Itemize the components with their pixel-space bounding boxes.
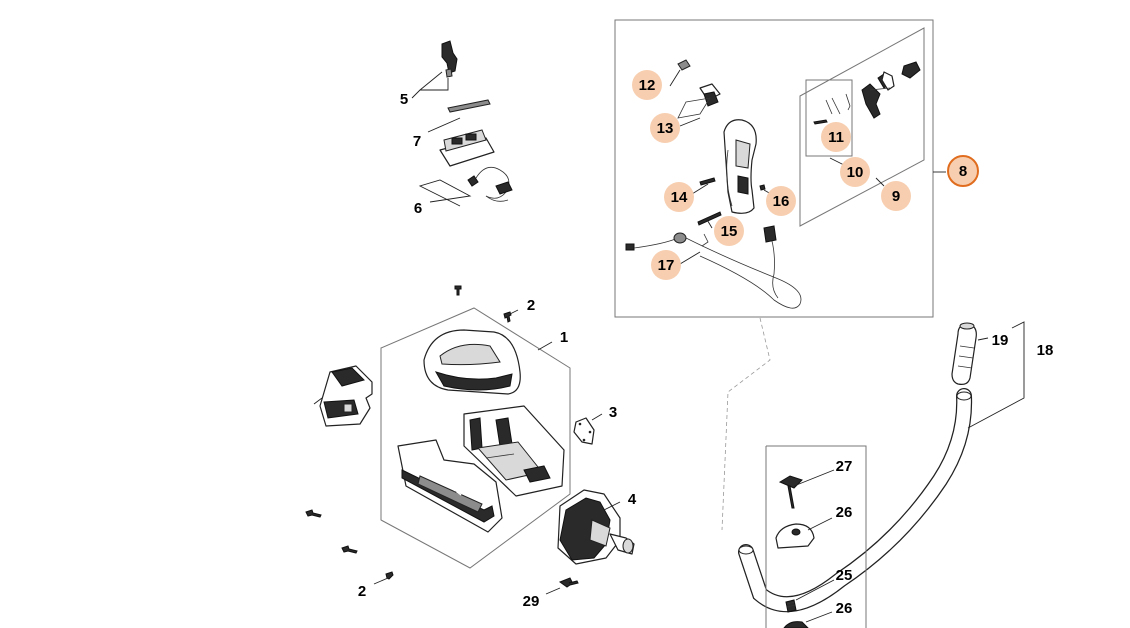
callout-6: 6 (414, 200, 422, 217)
callout-1: 1 (560, 329, 568, 346)
leader-3 (591, 413, 603, 421)
part-1-housing-shell-front: STIHL (397, 439, 503, 533)
callout-12: 12 (632, 70, 662, 100)
callout-13: 13 (650, 113, 680, 143)
screw-left-2 (341, 545, 358, 554)
assembly-frame-11 (805, 79, 853, 157)
part-15-screw (697, 211, 722, 226)
callout-8: 8 (947, 155, 979, 187)
part-6-switch-module (439, 129, 513, 202)
svg-text:16: 16 (773, 193, 790, 210)
part-19-grip (951, 322, 977, 385)
leader-5 (411, 78, 449, 99)
leader-18 (967, 321, 1025, 429)
assembly-frame-9 (799, 27, 925, 227)
callout-26-top: 26 (836, 504, 853, 521)
part-9-trigger-set (861, 61, 921, 119)
part-26-clamp-top (775, 523, 815, 549)
part-18-handlebar-tube (738, 388, 973, 613)
svg-text:13: 13 (657, 120, 674, 137)
leader-13 (679, 117, 701, 127)
leader-26a (807, 517, 833, 531)
leader-4 (603, 501, 621, 511)
callout-16: 16 (766, 186, 796, 216)
screw-top (454, 285, 462, 296)
part-1-housing-shell-rear (463, 405, 565, 497)
part-7-contact-strip (447, 99, 491, 113)
leader-27 (793, 469, 835, 487)
part-25-spring (785, 599, 797, 613)
callout-10: 10 (840, 157, 870, 187)
callout-2-bottom: 2 (358, 583, 366, 600)
part-10-springs (825, 93, 851, 115)
leader-7 (427, 117, 461, 133)
leader-6 (418, 179, 472, 207)
svg-text:15: 15 (721, 223, 738, 240)
screw-left-1 (305, 509, 322, 518)
leader-29 (545, 587, 561, 595)
callout-14: 14 (664, 182, 694, 212)
part-27-wing-screw (778, 475, 803, 509)
part-handle-cap-left (319, 365, 373, 427)
leader-19 (977, 337, 989, 341)
part-14-screw (699, 177, 716, 186)
callout-2-top: 2 (527, 297, 535, 314)
assembly-frame-1 (380, 307, 571, 569)
part-4-engine-flange (557, 489, 635, 565)
callout-29: 29 (523, 593, 540, 610)
leader-15 (705, 217, 713, 229)
part-11-pin (813, 119, 828, 125)
leader-1 (537, 341, 553, 351)
assembly-frame-8 (614, 19, 934, 318)
leader-14 (691, 183, 709, 195)
part-16-nut (759, 184, 766, 191)
callout-4: 4 (628, 491, 637, 508)
svg-text:17: 17 (658, 257, 675, 274)
callout-11: 11 (821, 122, 851, 152)
part-13-switch (677, 83, 721, 119)
part-26-clamp-bottom (783, 621, 809, 628)
part-handle-grip (723, 119, 757, 214)
svg-text:12: 12 (639, 77, 656, 94)
callout-15: 15 (714, 216, 744, 246)
link-dashed (721, 317, 771, 531)
screw-2b (385, 571, 394, 580)
callout-5: 5 (400, 91, 408, 108)
callout-19: 19 (992, 332, 1009, 349)
callout-25: 25 (836, 567, 853, 584)
part-17-throttle-cable (625, 225, 802, 309)
part-12-bushing (677, 59, 691, 71)
svg-text:10: 10 (847, 164, 864, 181)
part-5-lever (441, 40, 458, 78)
callout-3: 3 (609, 404, 617, 421)
svg-text:11: 11 (828, 129, 844, 146)
part-1-housing-cover-top (423, 329, 521, 395)
leader-17 (679, 251, 701, 265)
leader-9 (875, 177, 885, 187)
callout-17: 17 (651, 250, 681, 280)
callout-9: 9 (881, 181, 911, 211)
leader-12 (669, 69, 681, 87)
leader-25 (795, 579, 835, 601)
screw-2a (503, 311, 512, 323)
callout-7: 7 (413, 133, 421, 150)
leader-26b (805, 611, 833, 623)
svg-text:8: 8 (959, 163, 967, 180)
callout-27: 27 (836, 458, 853, 475)
part-3-gasket (573, 417, 595, 445)
callout-18: 18 (1037, 342, 1054, 359)
callout-26-bottom: 26 (836, 600, 853, 617)
svg-text:14: 14 (671, 189, 688, 206)
assembly-frame-clamp (765, 445, 867, 628)
screw-29 (558, 577, 579, 588)
svg-text:9: 9 (892, 188, 900, 205)
